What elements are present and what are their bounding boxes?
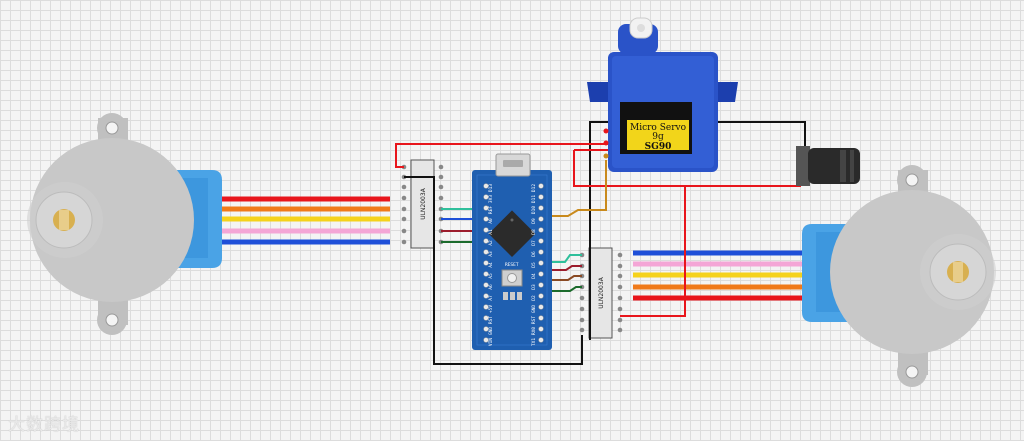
right-pin-9[interactable] — [538, 282, 544, 288]
reset-label: RESET — [505, 262, 519, 268]
left-pin-label-12: RST — [488, 316, 494, 324]
left-pin-8[interactable] — [483, 271, 489, 277]
right-pin-11[interactable] — [538, 304, 544, 310]
left-pin-label-4: A1 — [488, 229, 494, 235]
left-pin-11[interactable] — [483, 304, 489, 310]
servo-signal-wire — [541, 160, 607, 217]
left-driver-label: ULN2003A — [420, 187, 427, 219]
right-pin-label-4: D8 — [531, 229, 537, 235]
power-barrel-jack[interactable] — [796, 146, 860, 186]
sg90-servo[interactable]: Micro Servo 9g SG90 — [587, 17, 738, 172]
left-pin-label-2: REF — [488, 206, 494, 214]
servo-title: Micro Servo — [630, 123, 686, 133]
left-motor-ribbon — [222, 196, 390, 245]
right-pin-label-3: D9 — [531, 218, 537, 224]
left-pin-6[interactable] — [483, 249, 489, 255]
right-pin-10[interactable] — [538, 293, 544, 299]
right-motor-ribbon — [633, 250, 802, 301]
right-pin-0[interactable] — [538, 183, 544, 189]
left-pin-label-1: 3V3 — [488, 195, 494, 203]
left-pin-1[interactable] — [483, 194, 489, 200]
left-pin-10[interactable] — [483, 293, 489, 299]
right-pin-5[interactable] — [538, 238, 544, 244]
microcontroller-chip — [488, 210, 536, 258]
right-pin-label-2: D10 — [531, 206, 537, 214]
left-pin-9[interactable] — [483, 282, 489, 288]
left-pin-label-6: A3 — [488, 251, 494, 257]
left-pin-0[interactable] — [483, 183, 489, 189]
left-pin-label-3: A0 — [488, 218, 494, 224]
right-pin-3[interactable] — [538, 216, 544, 222]
left-pin-14[interactable] — [483, 337, 489, 343]
right-pin-8[interactable] — [538, 271, 544, 277]
right-motor-body — [830, 190, 994, 354]
right-pin-4[interactable] — [538, 227, 544, 233]
left-motor-shaft — [59, 210, 69, 230]
left-pin-label-5: A2 — [488, 240, 494, 246]
left-pin-7[interactable] — [483, 260, 489, 266]
left-motor-body — [30, 138, 194, 302]
right-pin-label-6: D6 — [531, 251, 537, 257]
right-pin-label-5: D7 — [531, 240, 537, 246]
left-stepper-motor[interactable] — [27, 113, 222, 335]
left-pin-5[interactable] — [483, 238, 489, 244]
right-pin-13[interactable] — [538, 326, 544, 332]
right-driver-control-wires — [541, 254, 582, 292]
left-pin-label-7: A4 — [488, 262, 494, 268]
right-pin-14[interactable] — [538, 337, 544, 343]
status-leds — [503, 292, 522, 300]
left-pin-3[interactable] — [483, 216, 489, 222]
right-pin-6[interactable] — [538, 249, 544, 255]
left-uln2003-driver[interactable]: ULN2003A — [410, 159, 435, 249]
right-driver-pins[interactable] — [579, 252, 623, 333]
right-pin-label-1: D11 — [531, 195, 537, 203]
servo-horn[interactable] — [618, 17, 658, 54]
left-pin-label-9: A6 — [488, 284, 494, 290]
servo-weight: 9g — [652, 132, 664, 142]
left-pin-label-8: A5 — [488, 273, 494, 279]
left-pin-2[interactable] — [483, 205, 489, 211]
right-pin-label-9: D3 — [531, 284, 537, 290]
right-pin-1[interactable] — [538, 194, 544, 200]
watermark-text: 大数跨境 — [8, 415, 80, 435]
right-driver-label: ULN2003A — [598, 276, 605, 308]
arduino-nano-board[interactable]: RESET — [472, 153, 552, 350]
right-stepper-motor[interactable] — [802, 165, 996, 387]
right-pin-label-13: RX0 — [531, 327, 537, 335]
right-uln2003-driver[interactable]: ULN2003A — [588, 247, 613, 339]
left-pin-label-0: D13 — [488, 184, 494, 192]
right-pin-label-7: D5 — [531, 262, 537, 268]
left-pin-label-14: VIN — [488, 338, 494, 346]
left-pin-label-11: +5V — [488, 305, 494, 313]
right-pin-2[interactable] — [538, 205, 544, 211]
left-pin-label-10: A7 — [488, 295, 494, 301]
right-pin-7[interactable] — [538, 260, 544, 266]
right-pin-label-14: TX1 — [531, 338, 537, 346]
right-pin-label-12: RST — [531, 316, 537, 324]
right-pin-12[interactable] — [538, 315, 544, 321]
left-pin-label-13: GND — [488, 327, 494, 335]
right-pin-label-0: D12 — [531, 184, 537, 192]
right-motor-shaft — [953, 262, 963, 282]
left-pin-13[interactable] — [483, 326, 489, 332]
reset-button[interactable] — [501, 269, 523, 287]
servo-model: SG90 — [645, 142, 672, 152]
right-pin-label-10: D2 — [531, 295, 537, 301]
left-pin-4[interactable] — [483, 227, 489, 233]
left-pin-12[interactable] — [483, 315, 489, 321]
right-pin-label-8: D4 — [531, 273, 537, 279]
right-pin-label-11: GND — [531, 305, 537, 313]
